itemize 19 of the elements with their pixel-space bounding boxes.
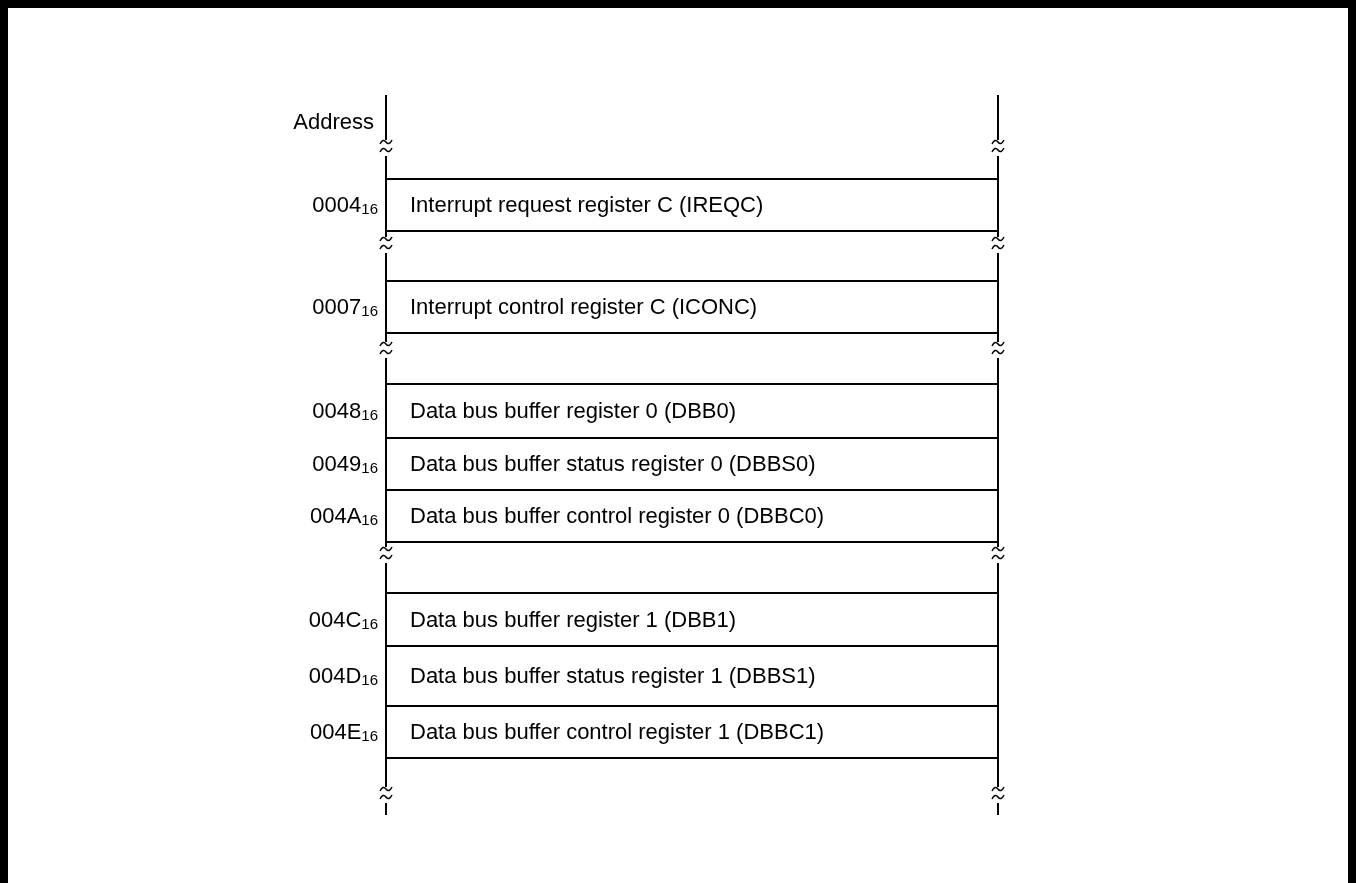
- register-name: Interrupt request register C (IREQC): [410, 192, 764, 218]
- address-label: 0004$_{16}$: [312, 192, 378, 218]
- register-name: Data bus buffer status register 0 (DBBS0): [410, 451, 816, 477]
- register-name: Data bus buffer register 1 (DBB1): [410, 606, 737, 633]
- column-header: Address: [293, 108, 374, 136]
- address-label: 004A$_{16}$: [309, 503, 378, 529]
- address-label: 0048$_{16}$: [312, 398, 378, 424]
- register-row: [386, 178, 999, 232]
- register-name: Data bus buffer status register 1 (DBBS1): [410, 663, 816, 689]
- address-label: 004C$_{16}$: [308, 606, 378, 633]
- register-name: Interrupt control register C (ICONC): [410, 294, 758, 320]
- register-name: Data bus buffer control register 0 (DBBC0): [410, 503, 825, 529]
- register-name: Data bus buffer register 0 (DBB0): [410, 398, 737, 424]
- address-label: 004D$_{16}$: [308, 663, 378, 689]
- address-label: 0007$_{16}$: [312, 294, 378, 320]
- address-label: 004E$_{16}$: [309, 719, 378, 745]
- register-row: [386, 280, 999, 334]
- register-name: Data bus buffer control register 1 (DBBC1): [410, 719, 825, 745]
- address-label: 0049$_{16}$: [312, 451, 378, 477]
